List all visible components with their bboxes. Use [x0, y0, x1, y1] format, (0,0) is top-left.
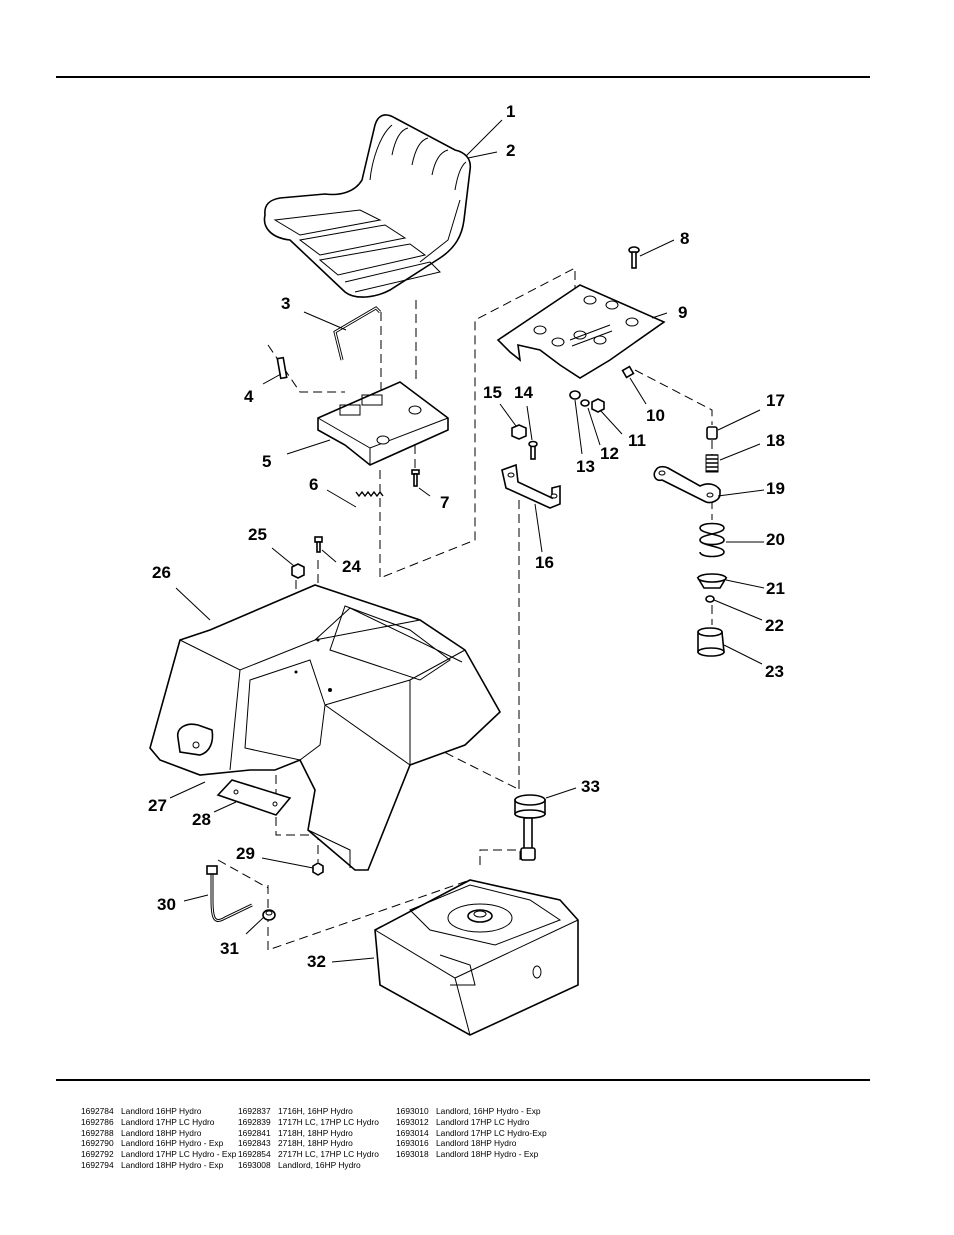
callout-10: 10	[646, 406, 665, 425]
fender-part	[149, 584, 502, 871]
callout-14: 14	[514, 383, 533, 402]
callout-18: 18	[766, 431, 785, 450]
callout-15: 15	[483, 383, 502, 402]
callout-9: 9	[678, 303, 687, 322]
callout-19: 19	[766, 479, 785, 498]
harness-30	[206, 865, 253, 923]
adjustment-plate-part	[496, 284, 666, 379]
callout-22: 22	[765, 616, 784, 635]
callout-33: 33	[581, 777, 600, 796]
top-rule	[56, 76, 870, 78]
bracket-16-part	[501, 463, 561, 509]
leader-lines	[169, 119, 765, 963]
callout-3: 3	[281, 294, 290, 313]
seat-rod-part	[333, 306, 382, 361]
washer-12	[580, 399, 590, 407]
exploded-parts-diagram: 1 2 3 4 5 6 7 8 9 10 11 12 13 14 15 16 1…	[148, 102, 785, 1036]
callout-26: 26	[152, 563, 171, 582]
callout-11: 11	[628, 431, 646, 450]
callout-labels: 1 2 3 4 5 6 7 8 9 10 11 12 13 14 15 16 1…	[148, 102, 785, 971]
seat-bracket-part	[317, 381, 449, 466]
bolt-8-part	[628, 246, 640, 269]
callout-7: 7	[440, 493, 449, 512]
callout-8: 8	[680, 229, 689, 248]
fuel-tank-32	[374, 879, 579, 1036]
callout-17: 17	[766, 391, 785, 410]
callout-24: 24	[342, 557, 361, 576]
small-hardware	[569, 390, 605, 413]
washer-13	[569, 390, 581, 400]
callout-16: 16	[535, 553, 554, 572]
hardware-24-25	[291, 536, 323, 579]
callout-28: 28	[192, 810, 211, 829]
plate-19	[653, 465, 721, 504]
seat-part	[263, 114, 472, 298]
pin-part	[276, 356, 288, 380]
nut-22	[705, 595, 715, 603]
spacer-17	[706, 426, 718, 440]
bolt-29-part	[312, 862, 324, 876]
nut-31-part	[262, 909, 276, 921]
spring-stack	[653, 426, 728, 657]
callout-12: 12	[600, 444, 619, 463]
callout-30: 30	[157, 895, 176, 914]
bolt-7-part	[411, 469, 420, 487]
callout-25: 25	[248, 525, 267, 544]
callout-29: 29	[236, 844, 255, 863]
callout-21: 21	[766, 579, 785, 598]
plate-28	[216, 779, 292, 816]
callout-6: 6	[309, 475, 318, 494]
callout-4: 4	[244, 387, 254, 406]
callout-2: 2	[506, 141, 515, 160]
spring-part	[355, 490, 384, 498]
bottom-rule	[56, 1079, 870, 1081]
bolt-14-nut-15	[511, 424, 538, 460]
callout-32: 32	[307, 952, 326, 971]
callout-27: 27	[148, 796, 167, 815]
nut-11	[591, 398, 605, 413]
callout-1: 1	[506, 102, 515, 121]
callout-5: 5	[262, 452, 271, 471]
callout-23: 23	[765, 662, 784, 681]
fuel-sender-33	[514, 794, 546, 861]
callout-13: 13	[576, 457, 595, 476]
callout-31: 31	[220, 939, 239, 958]
callout-20: 20	[766, 530, 785, 549]
